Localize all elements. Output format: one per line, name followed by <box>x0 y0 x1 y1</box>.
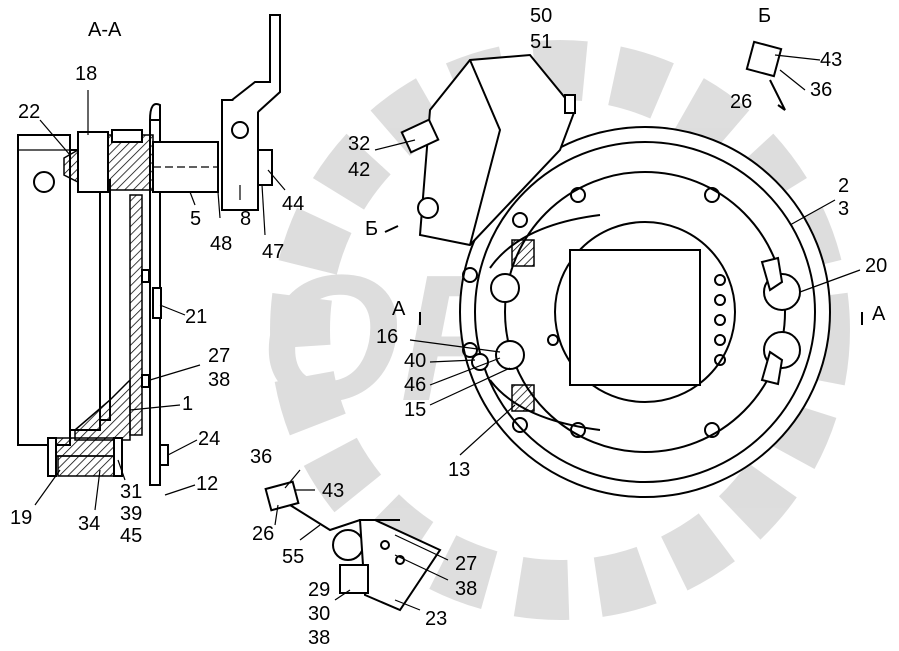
label-51: 51 <box>530 31 552 53</box>
label-55: 55 <box>282 546 304 568</box>
label-31: 31 <box>120 481 142 503</box>
label-44: 44 <box>282 193 304 215</box>
mount-hole <box>570 187 586 203</box>
label-27b: 27 <box>455 553 477 575</box>
label-view-b-arrow: Б <box>365 218 378 240</box>
grease-fitting <box>745 40 783 78</box>
label-46: 46 <box>404 374 426 396</box>
label-34: 34 <box>78 513 100 535</box>
brake-drum-housing <box>17 134 71 446</box>
label-43a: 43 <box>820 49 842 71</box>
label-21: 21 <box>185 306 207 328</box>
label-50: 50 <box>530 5 552 27</box>
bolt-24 <box>159 444 169 466</box>
label-20: 20 <box>865 255 887 277</box>
label-32: 32 <box>348 133 370 155</box>
label-36a: 36 <box>810 79 832 101</box>
lever-arm <box>231 14 281 113</box>
label-38a: 38 <box>208 369 230 391</box>
label-29: 29 <box>308 579 330 601</box>
camshaft-bracket <box>107 134 154 191</box>
label-42: 42 <box>348 159 370 181</box>
pin-21 <box>152 287 162 319</box>
cam-upper <box>490 273 520 303</box>
view-b-detail <box>745 40 786 111</box>
chamber-bracket-bolt <box>417 197 439 219</box>
label-22: 22 <box>18 101 40 123</box>
brake-front-view <box>384 53 863 498</box>
label-1: 1 <box>182 393 193 415</box>
label-43b: 43 <box>322 480 344 502</box>
part-labels: А-А Б 18 22 5 48 8 47 44 21 27 38 1 24 1… <box>10 5 887 649</box>
label-19: 19 <box>10 507 32 529</box>
label-38c: 38 <box>308 627 330 649</box>
brake-shoe-lower <box>489 379 601 431</box>
label-15: 15 <box>404 399 426 421</box>
return-spring-lower <box>511 384 535 412</box>
label-8: 8 <box>240 208 251 230</box>
label-48: 48 <box>210 233 232 255</box>
label-40: 40 <box>404 350 426 372</box>
label-18: 18 <box>75 63 97 85</box>
label-section-a-right: А <box>872 303 886 325</box>
label-16: 16 <box>376 326 398 348</box>
label-section-a-left: А <box>392 298 406 320</box>
label-5: 5 <box>190 208 201 230</box>
label-23: 23 <box>425 608 447 630</box>
label-47: 47 <box>262 241 284 263</box>
lever-detail-view <box>264 480 442 612</box>
lever-nut <box>257 149 273 186</box>
leader-lines <box>34 54 861 611</box>
cam-lower <box>495 340 525 370</box>
drum-bolt-hole <box>33 171 55 193</box>
anchor-pin-bushing <box>49 437 121 457</box>
section-title: А-А <box>88 19 122 41</box>
label-12: 12 <box>196 473 218 495</box>
label-39: 39 <box>120 503 142 525</box>
adjuster-plate <box>339 564 369 594</box>
label-26a: 26 <box>730 91 752 113</box>
label-2: 2 <box>838 175 849 197</box>
label-45: 45 <box>120 525 142 547</box>
label-30: 30 <box>308 603 330 625</box>
label-38b: 38 <box>455 578 477 600</box>
lever-grease-fitting <box>264 480 300 512</box>
label-26b: 26 <box>252 523 274 545</box>
backing-plate <box>129 194 143 436</box>
return-spring-upper <box>511 239 535 267</box>
label-36b: 36 <box>250 446 272 468</box>
view-b-title: Б <box>758 5 771 27</box>
drum-inner-edge <box>504 171 786 453</box>
hub-bushing <box>77 131 109 193</box>
label-27a: 27 <box>208 345 230 367</box>
label-3: 3 <box>838 198 849 220</box>
label-13: 13 <box>448 459 470 481</box>
hub-flange <box>569 249 701 386</box>
section-a-a-view <box>17 14 281 486</box>
label-24: 24 <box>198 428 220 450</box>
brake-chamber <box>418 53 577 247</box>
lever-pivot <box>332 529 364 561</box>
brake-shoe-upper <box>489 214 601 269</box>
